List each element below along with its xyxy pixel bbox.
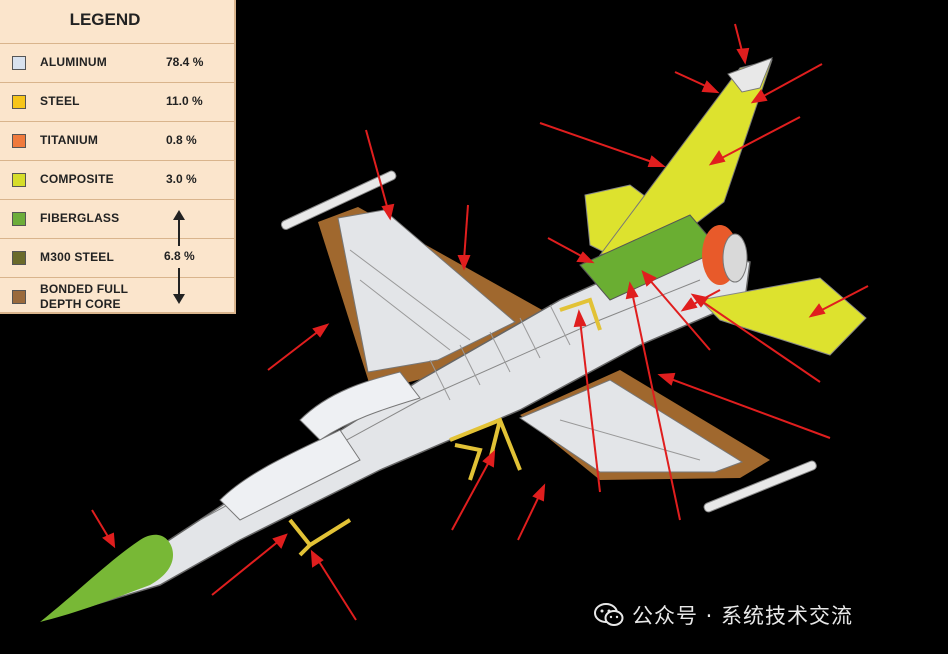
landing-gear [288, 297, 602, 557]
right-wing [518, 370, 817, 513]
legend-panel: LEGEND ALUMINUM 78.4 % STEEL 11.0 % TITA… [0, 0, 236, 314]
legend-row-m300-steel: M300 STEEL [0, 238, 236, 277]
legend-label-aluminum: ALUMINUM [40, 55, 107, 69]
lower-horizontal-stabilizer [698, 277, 867, 356]
legend-label-bonded-core: BONDED FULL DEPTH CORE [40, 282, 129, 311]
legend-label-composite: COMPOSITE [40, 172, 114, 186]
legend-row-fiberglass: FIBERGLASS [0, 199, 236, 238]
legend-swatch-m300-steel [12, 251, 26, 265]
legend-percent-titanium: 0.8 % [166, 133, 197, 147]
callout-arrows [91, 23, 869, 621]
engine-nozzle [702, 225, 748, 285]
watermark-text: 公众号 · 系统技术交流 [632, 604, 854, 628]
legend-label-fiberglass: FIBERGLASS [40, 211, 120, 225]
double-arrow-icon [173, 210, 185, 304]
legend-row-steel: STEEL 11.0 % [0, 82, 236, 121]
legend-swatch-bonded-core [12, 290, 26, 304]
legend-group-percent: 6.8 % [164, 249, 195, 263]
legend-label-titanium: TITANIUM [40, 133, 99, 147]
legend-swatch-titanium [12, 134, 26, 148]
legend-percent-composite: 3.0 % [166, 172, 197, 186]
legend-row-bonded-core: BONDED FULL DEPTH CORE [0, 277, 236, 314]
legend-row-titanium: TITANIUM 0.8 % [0, 121, 236, 160]
radome [40, 534, 174, 622]
legend-percent-aluminum: 78.4 % [166, 55, 204, 69]
legend-row-composite: COMPOSITE 3.0 % [0, 160, 236, 199]
legend-label-m300-steel: M300 STEEL [40, 250, 115, 264]
fuselage [69, 245, 751, 613]
wechat-icon [594, 603, 624, 626]
legend-title: LEGEND [69, 10, 141, 29]
watermark: 公众号 · 系统技术交流 [594, 598, 853, 632]
legend-row-aluminum: ALUMINUM 78.4 % [0, 43, 236, 82]
legend-label-steel: STEEL [40, 94, 80, 108]
legend-swatch-fiberglass [12, 212, 26, 226]
legend-swatch-steel [12, 95, 26, 109]
legend-percent-steel: 11.0 % [166, 94, 203, 108]
vertical-tail [579, 57, 773, 301]
legend-swatch-composite [12, 173, 26, 187]
legend-swatch-aluminum [12, 56, 26, 70]
